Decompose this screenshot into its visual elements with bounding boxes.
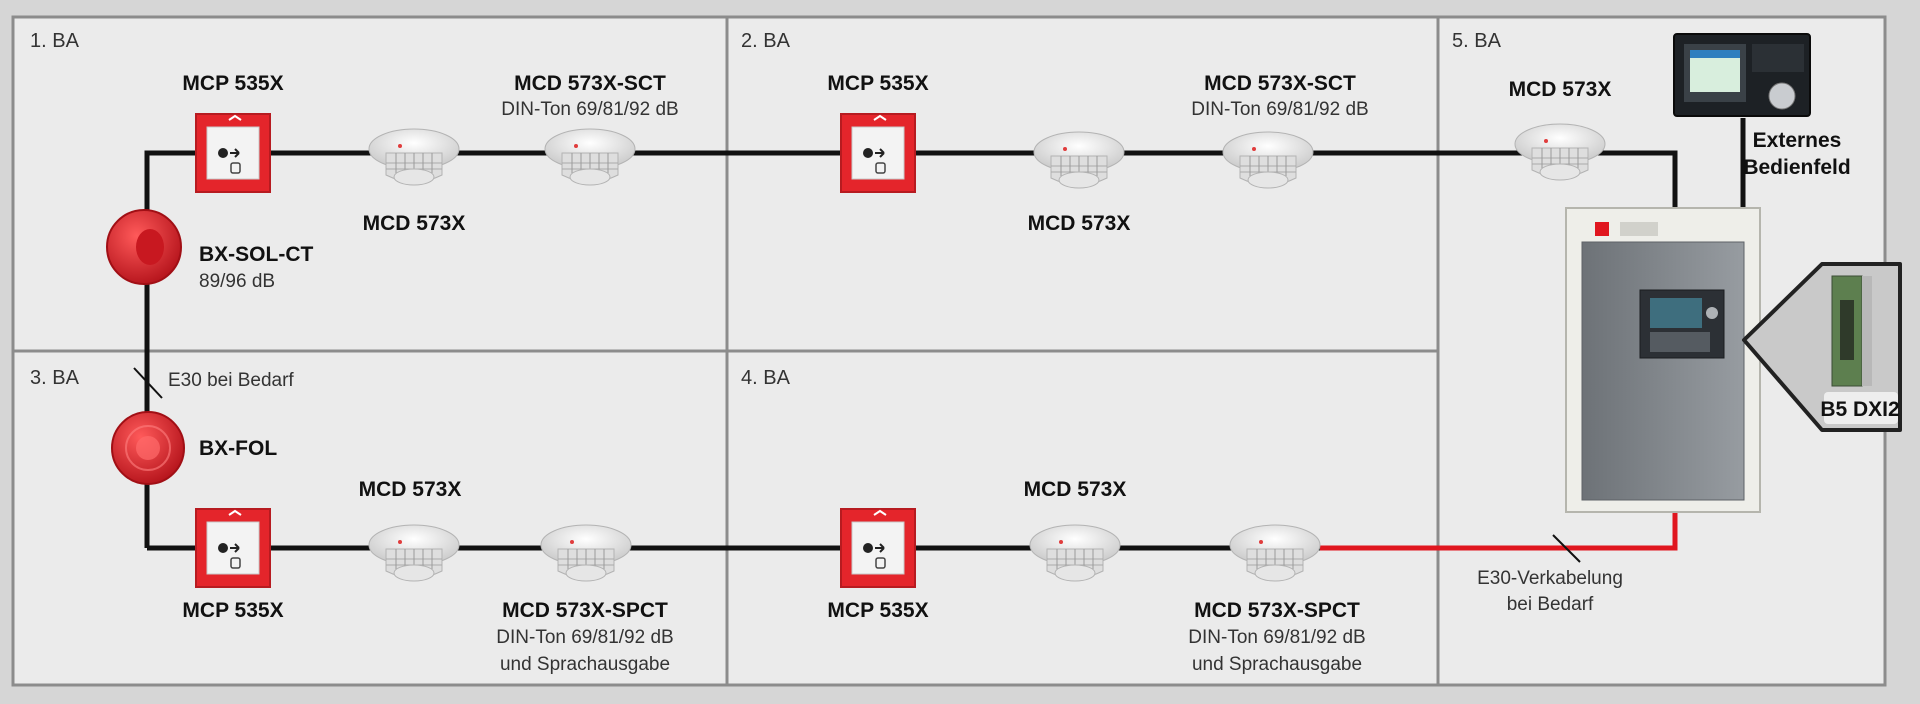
label-module: B5 DXI2 [1820,398,1899,421]
e30-wiring [1320,510,1678,551]
flasher-bx-fol [111,411,185,485]
module-callout [1742,262,1902,432]
spec-sct-zone2: DIN-Ton 69/81/92 dB [1191,99,1368,120]
spec-spct-zone4-line1: DIN-Ton 69/81/92 dB [1188,627,1365,648]
zone-label-4: 4. BA [741,367,791,389]
e30-cable-tick-mark [1552,534,1581,563]
label-sct-zone2: MCD 573X-SCT [1204,72,1356,95]
label-spct-zone3: MCD 573X-SPCT [502,599,668,622]
call-point-mcp-zone2 [840,113,916,193]
label-e30-note: E30 bei Bedarf [168,370,294,391]
zone-label-1: 1. BA [30,30,80,52]
call-point-mcp-zone3 [195,508,271,588]
zone-label-3: 3. BA [30,367,80,389]
label-mcp-zone1: MCP 535X [182,72,283,95]
spec-spct-zone4-line2: und Sprachausgabe [1192,654,1362,675]
label-external-panel-line1: Externes [1753,129,1842,152]
spec-sct-zone1: DIN-Ton 69/81/92 dB [501,99,678,120]
spec-spct-zone3-line2: und Sprachausgabe [500,654,670,675]
label-mcd-zone3: MCD 573X [359,478,462,501]
fire-alarm-control-panel [1565,207,1761,513]
zone-label-2: 2. BA [741,30,791,52]
spec-sounder: 89/96 dB [199,271,275,292]
label-sounder: BX-SOL-CT [199,243,313,266]
external-control-panel [1673,33,1811,117]
label-external-panel-line2: Bedienfeld [1743,156,1850,179]
spec-spct-zone3-line1: DIN-Ton 69/81/92 dB [496,627,673,648]
label-mcd-zone1: MCD 573X [363,212,466,235]
label-e30-cable-line2: bei Bedarf [1507,594,1594,615]
zone-label-5: 5. BA [1452,30,1502,52]
label-mcd-zone4: MCD 573X [1024,478,1127,501]
label-mcp-zone4: MCP 535X [827,599,928,622]
label-mcp-zone2: MCP 535X [827,72,928,95]
call-point-mcp-zone1 [195,113,271,193]
sounder-bx-sol-ct [106,209,182,285]
label-e30-cable-line1: E30-Verkabelung [1477,568,1623,589]
label-mcp-zone3: MCP 535X [182,599,283,622]
e30-tick-mark [133,367,163,399]
label-mcd-zone2: MCD 573X [1028,212,1131,235]
call-point-mcp-zone4 [840,508,916,588]
label-mcd-zone5: MCD 573X [1509,78,1612,101]
label-flasher: BX-FOL [199,437,277,460]
label-spct-zone4: MCD 573X-SPCT [1194,599,1360,622]
label-sct-zone1: MCD 573X-SCT [514,72,666,95]
